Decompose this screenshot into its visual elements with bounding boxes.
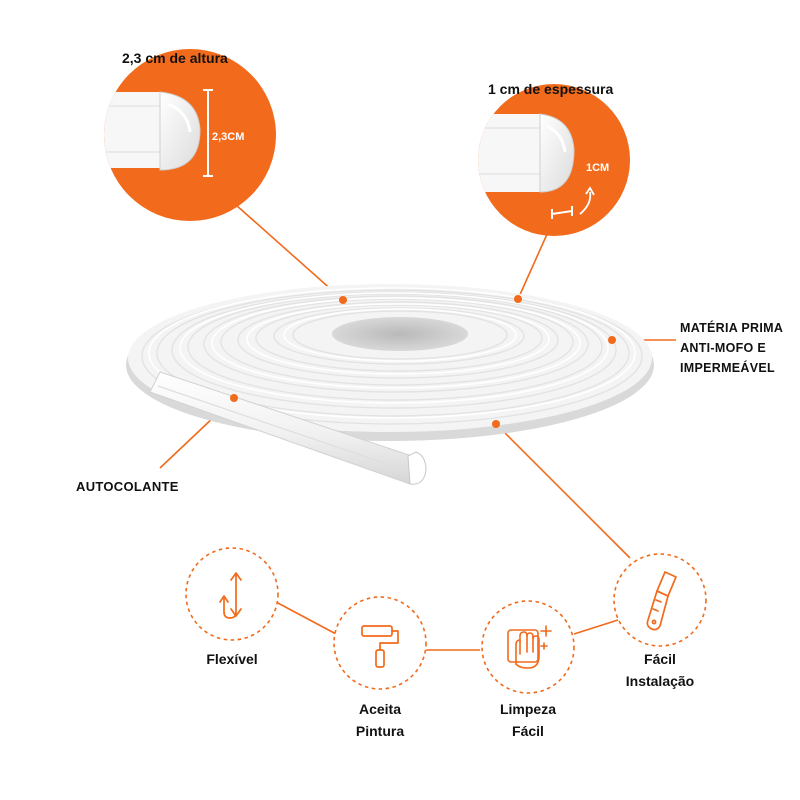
coiled-strip bbox=[126, 284, 654, 485]
paint-roller-icon bbox=[361, 625, 399, 668]
flexible-arrows-icon bbox=[219, 572, 242, 619]
connector-thickness bbox=[517, 231, 549, 300]
feature-easy-clean-line-2: Fácil bbox=[512, 723, 544, 739]
feature-paintable-line-2: Pintura bbox=[355, 723, 405, 739]
material-line-3: IMPERMEÁVEL bbox=[680, 361, 775, 375]
height-detail-callout: 2,3CM bbox=[104, 49, 276, 221]
material-label: MATÉRIA PRIMA ANTI-MOFO E IMPERMEÁVEL bbox=[680, 318, 784, 378]
utility-knife-icon bbox=[646, 571, 677, 631]
feature-flexible: Flexível bbox=[182, 648, 282, 670]
feature-flexible-line-1: Flexível bbox=[206, 651, 258, 667]
thickness-dim-label: 1CM bbox=[586, 162, 609, 174]
thickness-title: 1 cm de espessura bbox=[488, 81, 614, 97]
feature-easy-clean-line-1: Limpeza bbox=[499, 701, 556, 717]
feature-easy-install-line-2: Instalação bbox=[625, 673, 695, 689]
connector-height bbox=[235, 204, 344, 301]
feature-easy-install-line-1: Fácil bbox=[644, 651, 676, 667]
feature-paintable-line-1: Aceita bbox=[358, 701, 402, 717]
connector-feat-1-2 bbox=[275, 601, 337, 635]
material-line-2: ANTI-MOFO E bbox=[680, 341, 766, 355]
material-line-1: MATÉRIA PRIMA bbox=[680, 321, 784, 335]
connector-install bbox=[495, 423, 631, 559]
thickness-detail-callout: 1CM bbox=[478, 84, 630, 236]
height-dim-label: 2,3CM bbox=[212, 131, 244, 143]
height-title: 2,3 cm de altura bbox=[122, 50, 228, 66]
cleaning-hand-icon bbox=[507, 625, 552, 669]
feature-easy-install: Fácil Instalação bbox=[610, 648, 710, 692]
feature-easy-clean: Limpeza Fácil bbox=[478, 698, 578, 742]
adhesive-label: AUTOCOLANTE bbox=[76, 479, 179, 494]
feature-paintable: Aceita Pintura bbox=[330, 698, 430, 742]
connector-feat-3-4 bbox=[573, 619, 619, 635]
